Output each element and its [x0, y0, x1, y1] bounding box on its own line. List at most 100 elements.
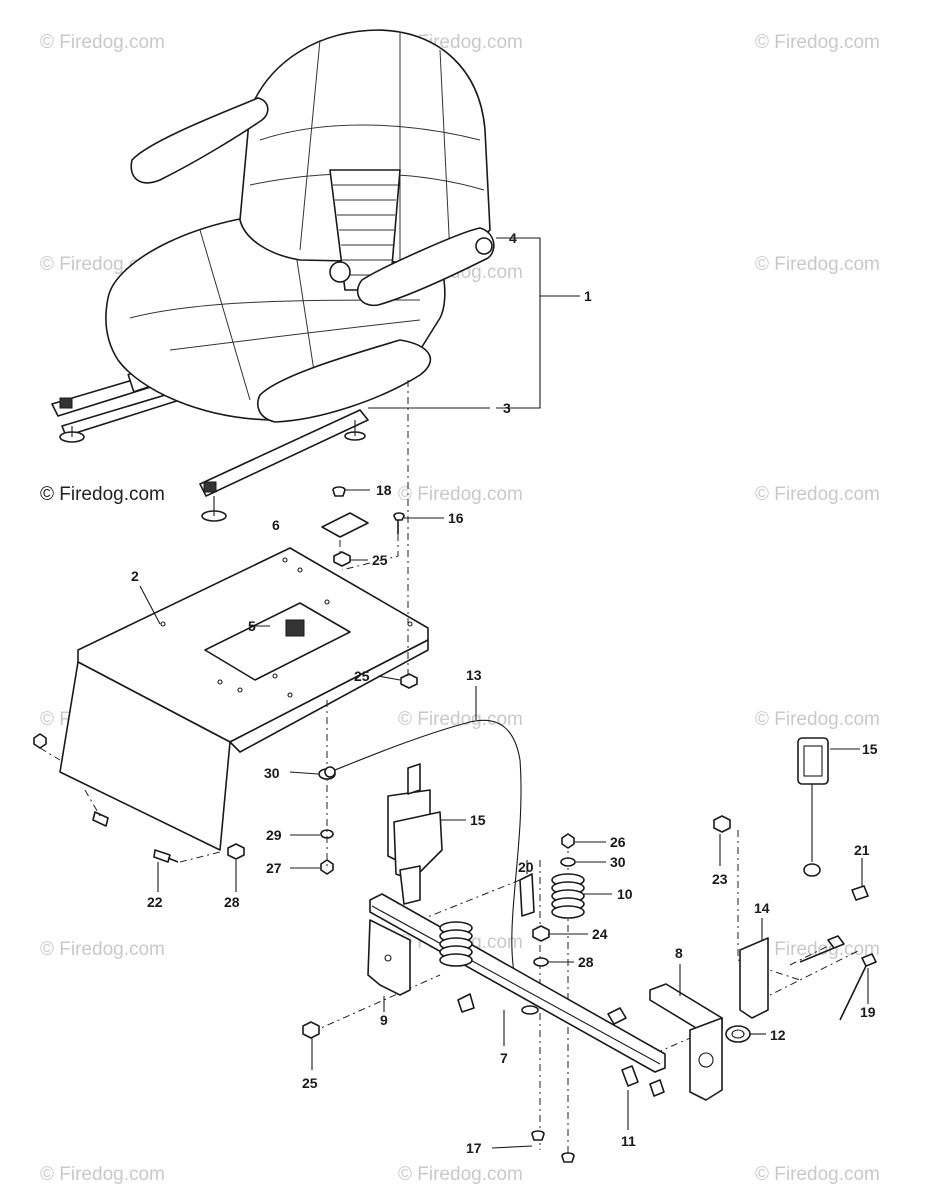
- watermark: © Firedog.com: [398, 1164, 523, 1185]
- bracket-8-side: [689, 1017, 723, 1101]
- clip-small: [649, 1079, 665, 1097]
- frame-bar-7: [369, 893, 666, 1073]
- nut-24: [532, 925, 550, 942]
- callout-12: 12: [770, 1027, 786, 1043]
- watermark: © Firedog.com: [755, 1164, 880, 1185]
- frame-assembly: [302, 833, 666, 1163]
- callout-2: 2: [131, 568, 139, 584]
- latch-tongue: [399, 865, 421, 905]
- bracket-clip: [607, 1007, 627, 1025]
- latch-body: [393, 811, 443, 881]
- nut-25-upper: [333, 551, 351, 567]
- watermark: © Firedog.com: [755, 709, 880, 730]
- buckle-15-right: [797, 737, 829, 785]
- cable-end-upper: [324, 766, 336, 778]
- center-panel-ribs: [333, 184, 398, 276]
- callout-30-right: 30: [610, 854, 626, 870]
- nut-25-middle: [400, 673, 418, 689]
- callout-5: 5: [248, 618, 256, 634]
- watermark: © Firedog.com: [755, 32, 880, 53]
- watermark: © Firedog.com: [755, 254, 880, 275]
- callout-labels: 1 2 3 4 5 6 7 8 9 10 11 12 13 14 15 15 1…: [131, 230, 878, 1156]
- callout-18: 18: [376, 482, 392, 498]
- callout-25-middle: 25: [354, 668, 370, 684]
- bolt-19: [839, 953, 877, 1021]
- callout-6: 6: [272, 517, 280, 533]
- callout-4: 4: [509, 230, 517, 246]
- bolt-front: [92, 811, 109, 827]
- watermark: © Firedog.com: [755, 484, 880, 505]
- bolt-upper: [799, 935, 845, 963]
- bolt-20: [519, 873, 535, 917]
- callout-24: 24: [592, 926, 608, 942]
- seat-pan-front: [59, 661, 231, 851]
- nut-23: [713, 815, 731, 833]
- pan-holes: [160, 557, 413, 698]
- bracket-14: [739, 937, 769, 1019]
- callout-20: 20: [518, 859, 534, 875]
- callout-13: 13: [466, 667, 482, 683]
- plate-9: [367, 919, 411, 996]
- pan-hardware: [33, 486, 418, 875]
- seat-backrest: [239, 29, 491, 263]
- bracket-6: [321, 512, 369, 538]
- callout-25-lower: 25: [302, 1075, 318, 1091]
- seat-assembly: [51, 29, 495, 522]
- seat-pan: [59, 547, 429, 851]
- buckle-inner: [803, 745, 823, 777]
- screw-lower: [561, 1152, 575, 1163]
- callout-27: 27: [266, 860, 282, 876]
- seat-pan-rear-lip: [229, 639, 429, 753]
- latch-15-middle: [387, 763, 443, 905]
- watermark: © Firedog.com: [40, 32, 165, 53]
- watermark: © Firedog.com: [398, 709, 523, 730]
- callout-17: 17: [466, 1140, 482, 1156]
- bushing-12: [725, 1025, 751, 1043]
- callout-19: 19: [860, 1004, 876, 1020]
- bolt-21: [851, 885, 869, 901]
- pin-18: [332, 486, 346, 497]
- leader-lines: [139, 237, 869, 1149]
- callout-7: 7: [500, 1050, 508, 1066]
- rail-foot-post: [71, 420, 356, 516]
- screw-17: [531, 1130, 545, 1141]
- nut-28-left: [227, 843, 245, 860]
- watermark: © Firedog.com: [755, 939, 880, 960]
- cable-13: [329, 719, 536, 1006]
- armrest-left: [130, 97, 269, 184]
- callout-14: 14: [754, 900, 770, 916]
- nut-left: [33, 733, 47, 749]
- clip: [457, 993, 475, 1013]
- callout-22: 22: [147, 894, 163, 910]
- spring-left: [439, 921, 473, 967]
- seat-pan-cutout: [204, 602, 351, 681]
- callout-11: 11: [621, 1133, 636, 1149]
- clip-11: [621, 1065, 639, 1087]
- right-bracket-assembly: [607, 737, 877, 1101]
- callout-26: 26: [610, 834, 626, 850]
- callout-21: 21: [854, 842, 870, 858]
- plate-hole: [384, 954, 392, 962]
- watermark-layer: © Firedog.com © Firedog.com © Firedog.co…: [40, 32, 880, 1185]
- rail-clamp: [59, 397, 73, 409]
- callout-28-left: 28: [224, 894, 240, 910]
- watermark: © Firedog.com: [398, 484, 523, 505]
- callout-23: 23: [712, 871, 728, 887]
- bolt-22: [153, 849, 179, 863]
- rail-clamp: [203, 481, 217, 493]
- screw-16: [393, 512, 405, 534]
- callout-30-left: 30: [264, 765, 280, 781]
- callout-10: 10: [617, 886, 633, 902]
- armrest-pivot: [475, 237, 493, 255]
- washer-28-right: [533, 957, 549, 967]
- spring-10: [551, 873, 585, 919]
- nut-25-lower: [302, 1021, 320, 1039]
- belt-eyelet: [803, 863, 821, 877]
- bushing-12-bore: [731, 1029, 745, 1039]
- cushion-seams: [129, 214, 421, 411]
- seat-adjust-knob: [329, 261, 351, 283]
- watermark: © Firedog.com: [40, 484, 165, 505]
- watermark: © Firedog.com: [40, 939, 165, 960]
- frame-bar-edge: [371, 905, 661, 1065]
- seat-switch: [285, 619, 305, 637]
